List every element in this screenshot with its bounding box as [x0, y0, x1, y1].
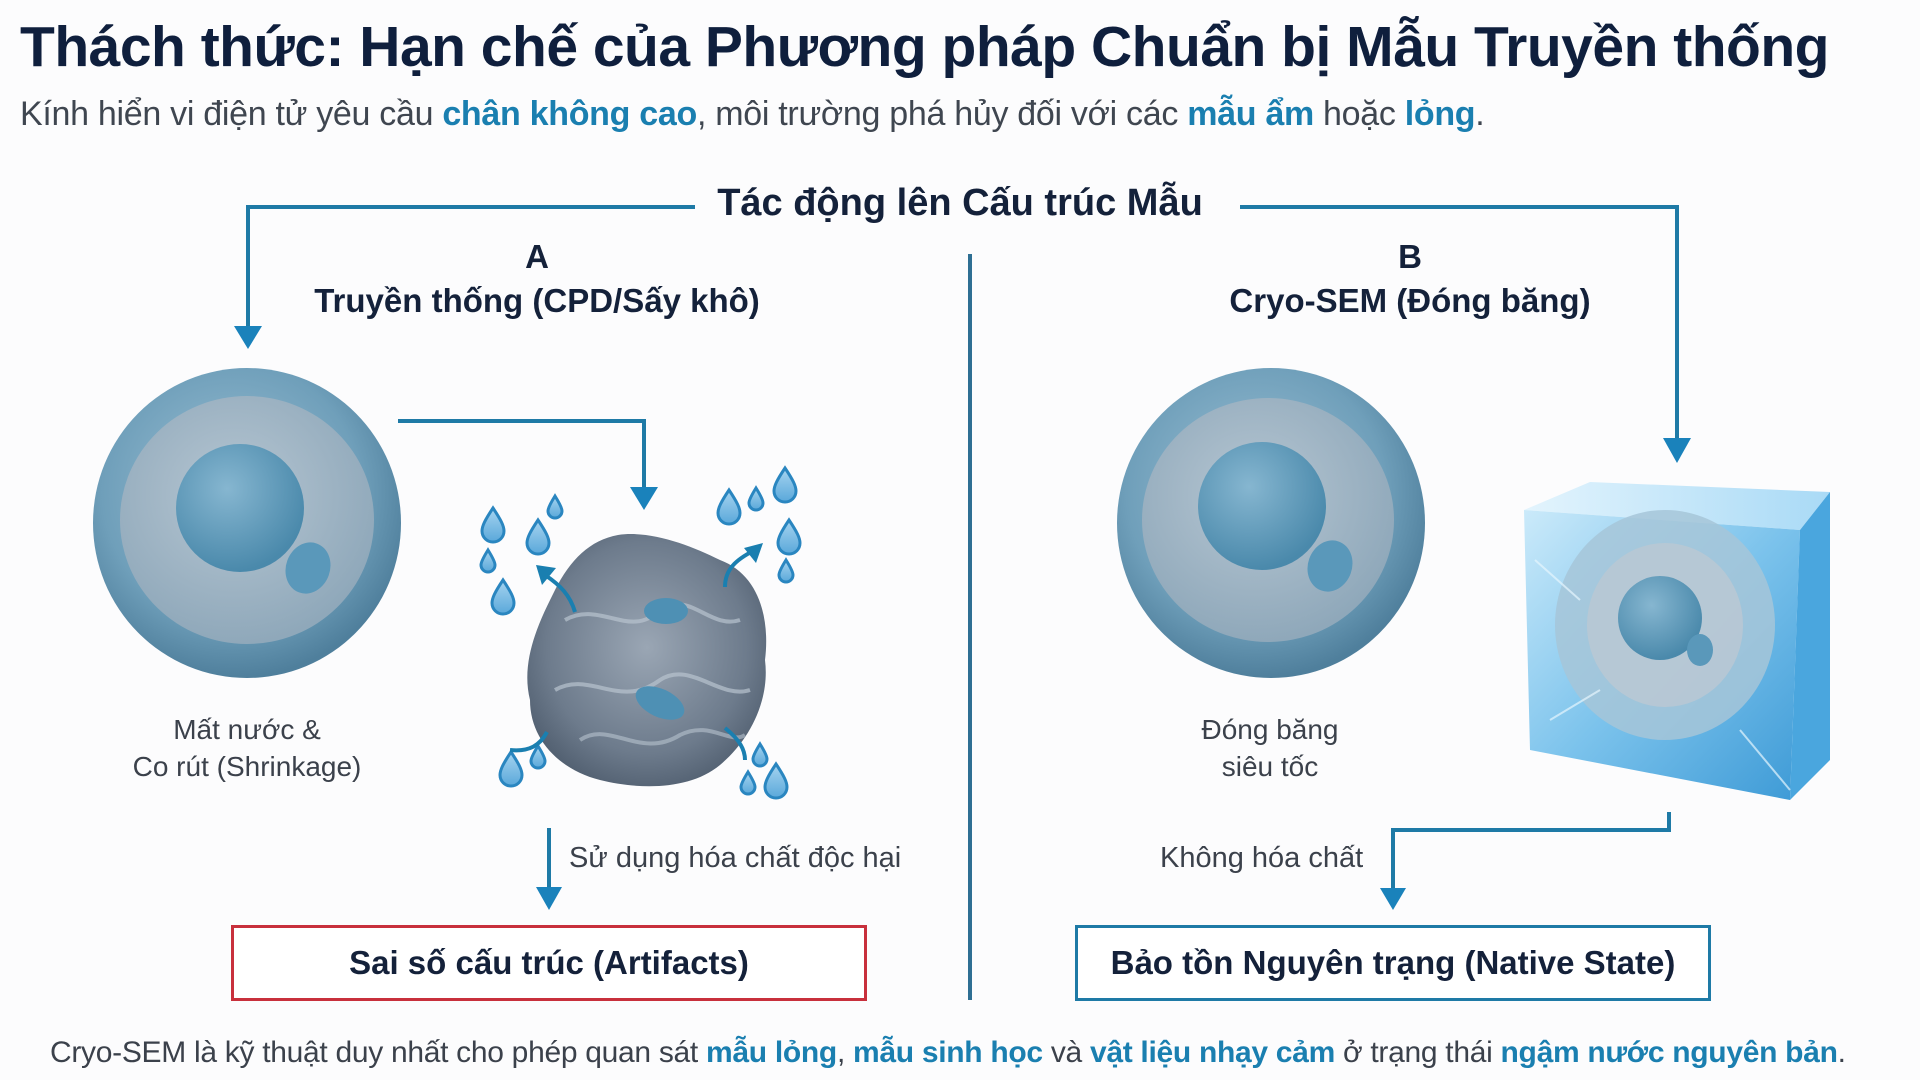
cell-icon-a: [93, 368, 401, 678]
connector-left-arrow: [246, 205, 700, 332]
subtitle-text: .: [1475, 95, 1485, 133]
highlight-wet-samples: mẫu ẩm: [1187, 95, 1314, 133]
page-subtitle: Kính hiển vi điện tử yêu cầu chân không …: [20, 95, 1485, 134]
highlight-liquid: lỏng: [1404, 95, 1476, 133]
artifacts-result-text: Sai số cấu trúc (Artifacts): [349, 944, 749, 981]
column-b-heading: B Cryo-SEM (Đóng băng): [1110, 235, 1710, 323]
highlight-bio-samples: mẫu sinh học: [853, 1036, 1043, 1069]
artifacts-result-box: Sai số cấu trúc (Artifacts): [231, 925, 867, 1001]
native-state-result-box: Bảo tồn Nguyên trạng (Native State): [1075, 925, 1711, 1001]
highlight-liquid-samples: mẫu lỏng: [706, 1036, 837, 1069]
column-b-title: Cryo-SEM (Đóng băng): [1229, 282, 1591, 319]
highlight-sensitive-materials: vật liệu nhạy cảm: [1089, 1036, 1335, 1069]
native-state-result-text: Bảo tồn Nguyên trạng (Native State): [1110, 944, 1676, 981]
caption-line: siêu tốc: [1221, 751, 1319, 782]
cell-icon-b: [1117, 368, 1425, 678]
column-a-heading: A Truyền thống (CPD/Sấy khô): [237, 235, 837, 323]
column-a-letter: A: [525, 238, 549, 275]
column-b-caption: Đóng băng siêu tốc: [1120, 711, 1420, 785]
highlight-high-vacuum: chân không cao: [442, 95, 697, 133]
footer-text: ,: [836, 1036, 854, 1069]
footer-summary: Cryo-SEM là kỹ thuật duy nhất cho phép q…: [50, 1036, 1846, 1070]
ice-cube-cell-icon: [1524, 482, 1830, 800]
column-b-step-label: Không hóa chất: [1160, 842, 1364, 874]
highlight-native-hydrated: ngậm nước nguyên bản: [1500, 1036, 1838, 1069]
column-a-step-label: Sử dụng hóa chất độc hại: [569, 842, 902, 874]
section-title: Tác động lên Cấu trúc Mẫu: [0, 182, 1920, 225]
column-b-letter: B: [1398, 238, 1422, 275]
column-a-caption: Mất nước & Co rút (Shrinkage): [92, 711, 402, 785]
shrunken-cell-icon: [527, 534, 767, 787]
subtitle-text: Kính hiển vi điện tử yêu cầu: [20, 95, 443, 133]
subtitle-text: , môi trường phá hủy đối với các: [696, 95, 1188, 133]
caption-line: Co rút (Shrinkage): [132, 751, 362, 782]
column-a-title: Truyền thống (CPD/Sấy khô): [314, 282, 760, 319]
footer-text: và: [1042, 1036, 1090, 1069]
footer-text: Cryo-SEM là kỹ thuật duy nhất cho phép q…: [50, 1036, 706, 1069]
page-title: Thách thức: Hạn chế của Phương pháp Chuẩ…: [20, 15, 1829, 79]
subtitle-text: hoặc: [1313, 95, 1405, 133]
section-title-text: Tác động lên Cấu trúc Mẫu: [695, 182, 1225, 224]
footer-text: ở trạng thái: [1334, 1036, 1501, 1069]
caption-line: Mất nước &: [173, 714, 321, 745]
water-drop-icon: [479, 465, 802, 800]
caption-line: Đóng băng: [1201, 714, 1339, 745]
footer-text: .: [1837, 1036, 1846, 1069]
